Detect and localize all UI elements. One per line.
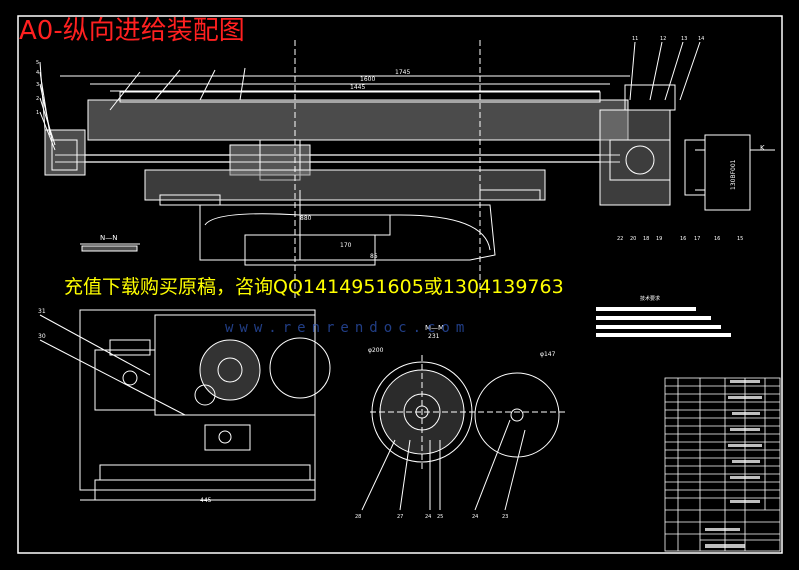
part-13: 13 — [681, 36, 687, 42]
part-2: 2 — [36, 96, 39, 102]
dim-1445: 1445 — [350, 84, 365, 91]
dim-dia147: φ147 — [540, 351, 556, 358]
watermark-text: www.renrendoc.com — [225, 320, 471, 336]
left-side-view — [39, 309, 331, 501]
dim-85: 85 — [370, 253, 378, 260]
part-11: 11 — [632, 36, 638, 42]
section-labels: N—N M—M K — [100, 144, 765, 332]
part-12: 12 — [660, 36, 666, 42]
dim-170: 170 — [340, 242, 352, 249]
motor-model-label: 130BF001 — [730, 159, 737, 190]
dim-880: 880 — [300, 215, 312, 222]
part-30: 30 — [38, 333, 46, 340]
parts-list-fill — [705, 380, 762, 548]
part-3: 3 — [36, 82, 39, 88]
part-1: 1 — [36, 110, 39, 116]
section-nn: N—N — [100, 234, 117, 242]
part-24a: 24 — [425, 514, 431, 520]
part-22: 22 — [617, 236, 623, 242]
part-18a: 18 — [643, 236, 649, 242]
part-23: 23 — [502, 514, 508, 520]
part-16a: 16 — [680, 236, 686, 242]
gear-view — [361, 355, 565, 511]
dim-1600: 1600 — [360, 76, 375, 83]
part-16b: 16 — [714, 236, 720, 242]
part-4: 4 — [36, 70, 39, 76]
advert-text: 充值下载购买原稿，咨询QQ1414951605或1304139763 — [64, 276, 564, 298]
nn-section-view — [80, 243, 140, 252]
left-view-part-numbers: 31 30 — [38, 308, 46, 340]
dimension-labels: 1745 1600 1445 880 170 85 445 231 φ200 φ… — [200, 69, 737, 504]
part-15: 15 — [737, 236, 743, 242]
part-17: 17 — [694, 236, 700, 242]
section-k: K — [760, 144, 765, 152]
gear-part-numbers: 28 27 24 25 24 23 — [355, 514, 508, 520]
part-31: 31 — [38, 308, 46, 315]
part-20: 20 — [630, 236, 636, 242]
top-left-part-numbers: 5 4 3 2 1 — [36, 60, 39, 116]
dim-1745: 1745 — [395, 69, 410, 76]
tech-req-title: 技术要求 — [640, 295, 660, 302]
main-section-view — [39, 40, 775, 300]
part-19: 19 — [656, 236, 662, 242]
bottom-right-part-numbers: 22 20 18 19 16 17 16 15 — [617, 236, 743, 242]
part-25: 25 — [437, 514, 443, 520]
parts-list-table — [664, 377, 781, 552]
drawing-title: A0-纵向进给装配图 — [19, 16, 245, 46]
technical-requirements: 技术要求 — [596, 295, 731, 337]
section-mm: M—M — [425, 324, 444, 332]
dim-231: 231 — [428, 333, 440, 340]
part-24b: 24 — [472, 514, 478, 520]
part-5: 5 — [36, 60, 39, 66]
part-28: 28 — [355, 514, 361, 520]
part-27: 27 — [397, 514, 403, 520]
drawing-border — [17, 15, 783, 554]
top-right-part-numbers: 11 12 13 14 — [632, 36, 704, 42]
dim-dia200: φ200 — [368, 347, 384, 354]
part-14: 14 — [698, 36, 704, 42]
